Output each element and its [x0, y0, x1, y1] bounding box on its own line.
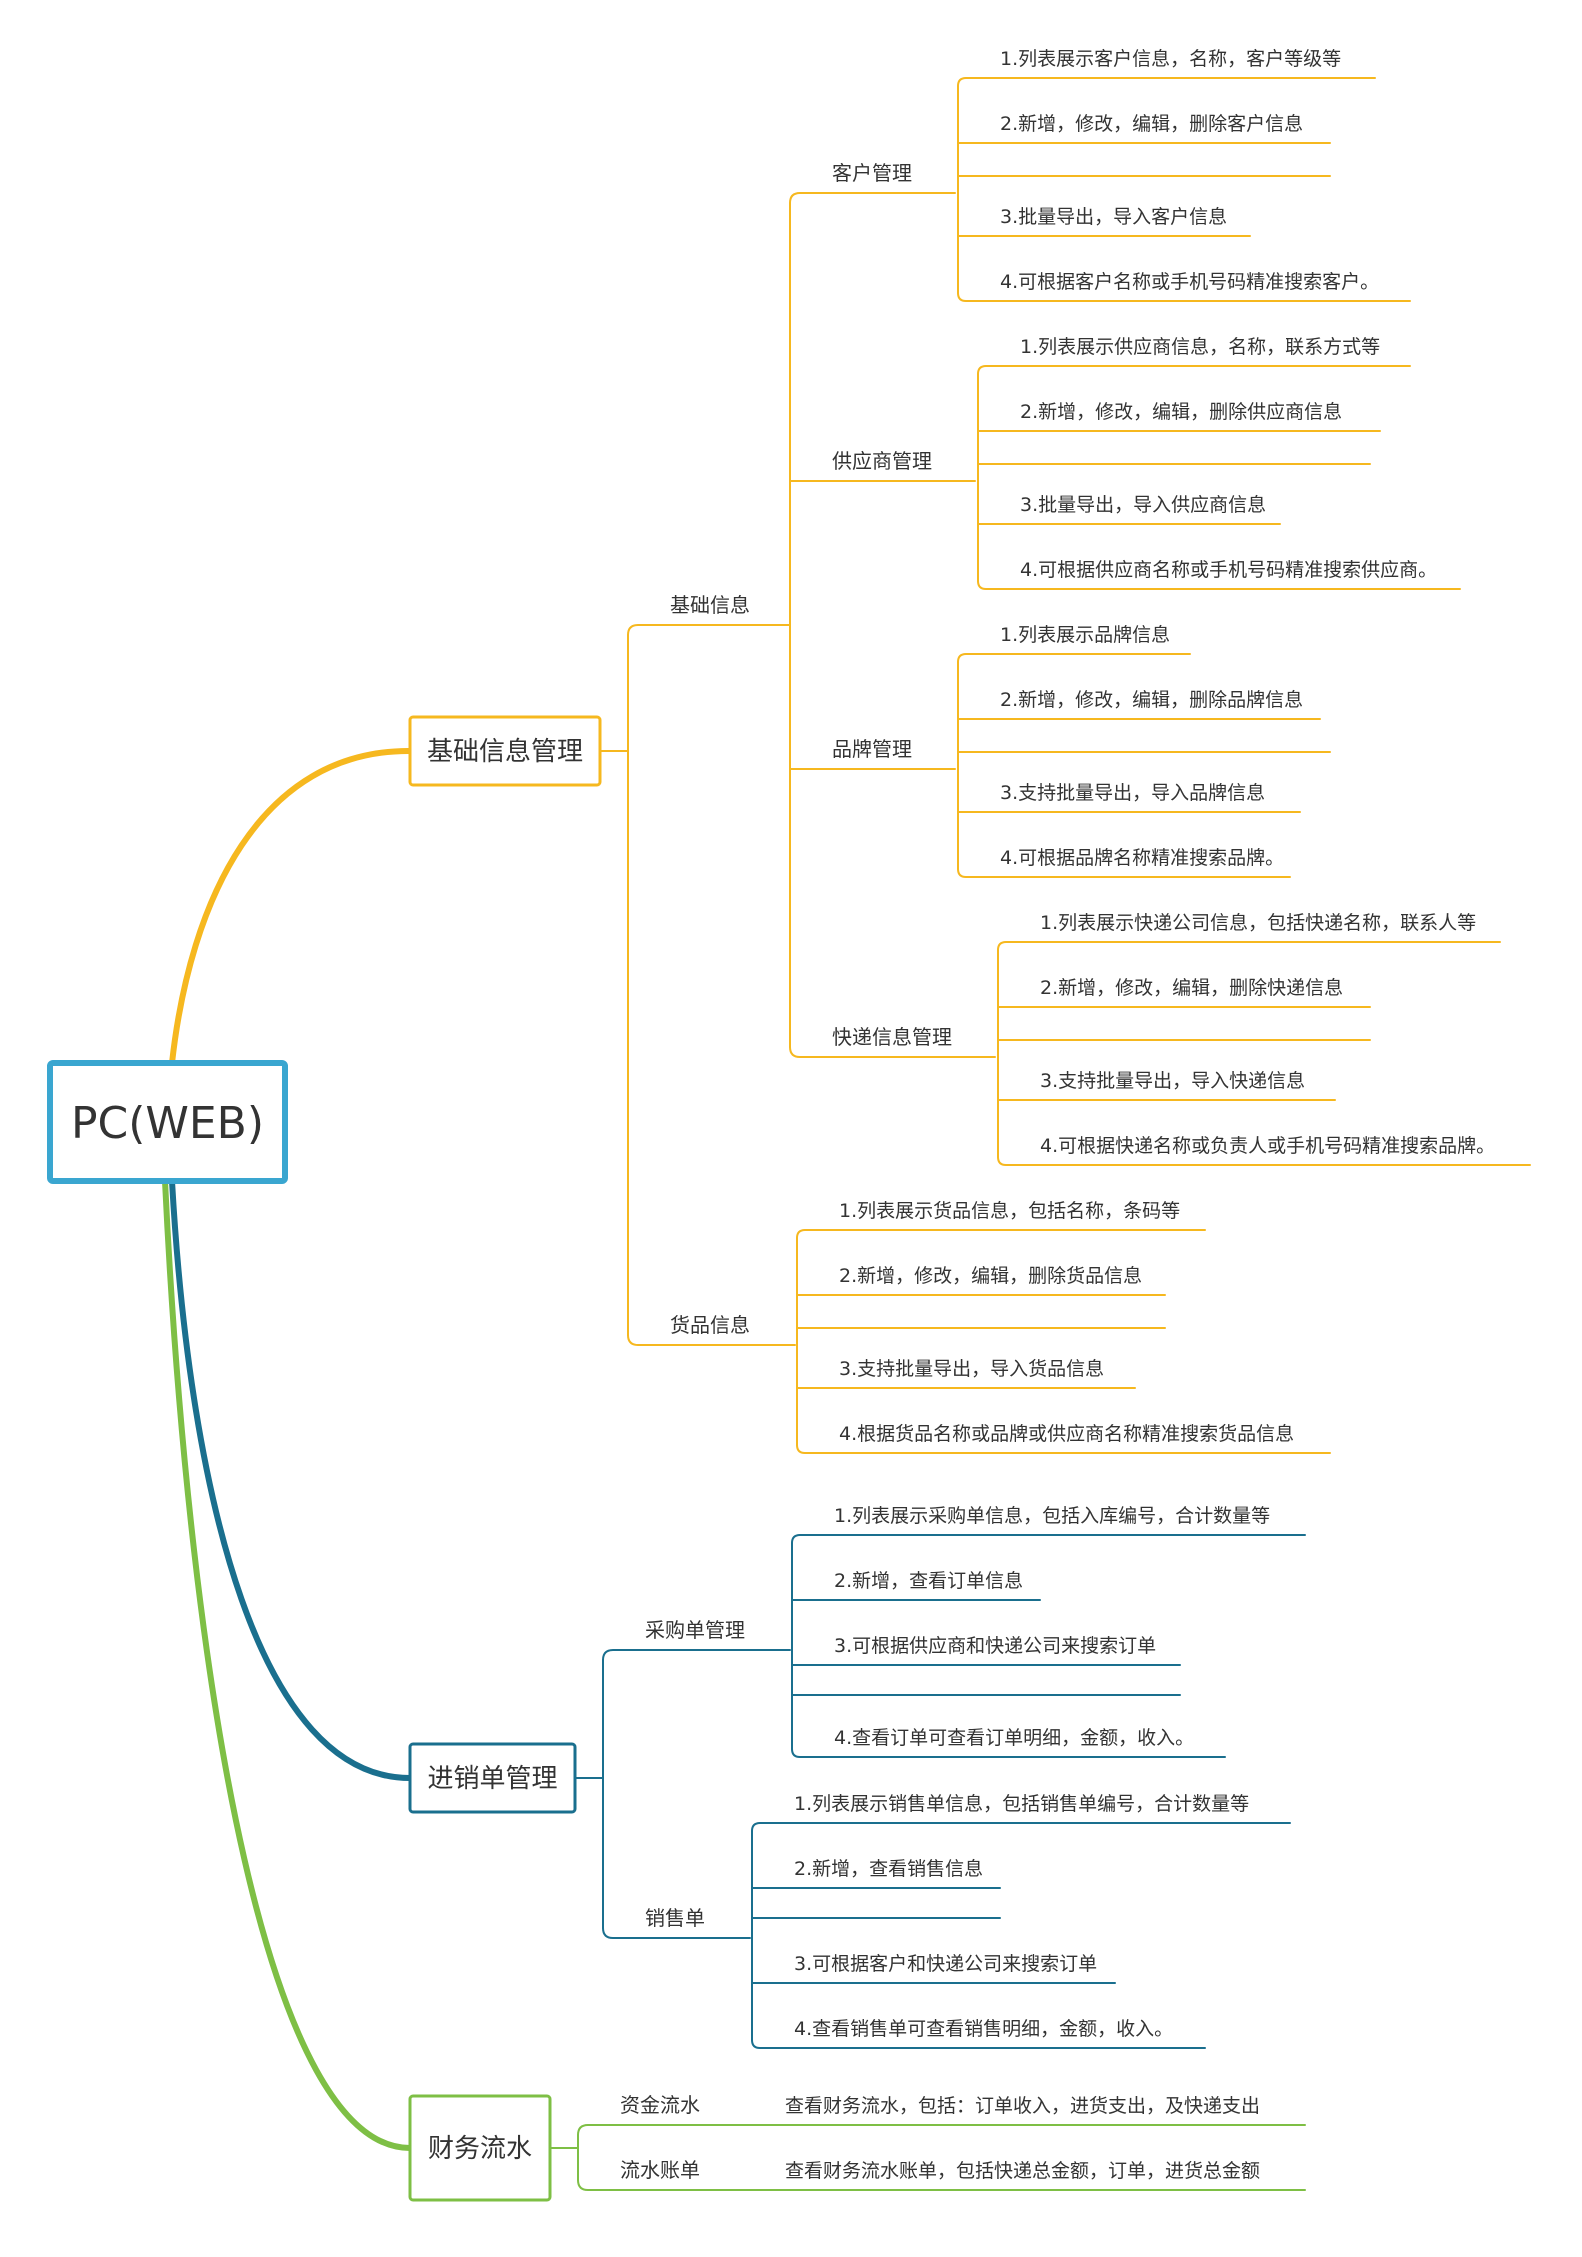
branch-node-label: 基础信息管理 [427, 737, 583, 767]
leaf-underline [791, 1748, 1226, 1758]
group-label: 资金流水 [620, 2093, 700, 2117]
branch-node-box [408, 1742, 577, 1814]
leaf-item: 3.支持批量导出，导入快递信息 [1040, 1070, 1305, 1092]
leaf-item: 3.可根据客户和快递公司来搜索订单 [794, 1953, 1097, 1975]
basic-groups-arm [627, 1334, 661, 1346]
branch-node-box [408, 715, 602, 787]
leaf-item: 4.可根据客户名称或手机号码精准搜索客户。 [1000, 271, 1379, 293]
leaf-item: 3.可根据供应商和快递公司来搜索订单 [834, 1635, 1156, 1657]
subgroup-label: 供应商管理 [832, 449, 932, 473]
leaf-underline [977, 580, 1461, 590]
branch-node-label: 财务流水 [428, 2134, 532, 2164]
leaf-item: 1.列表展示客户信息，名称，客户等级等 [1000, 48, 1341, 70]
leaf-item: 1.列表展示销售单信息，包括销售单编号，合计数量等 [794, 1793, 1249, 1815]
branch-curve-trade [169, 1178, 413, 1781]
group-label: 货品信息 [670, 1313, 750, 1337]
branch-node-label: 进销单管理 [427, 1764, 557, 1794]
basic-groups-arm [627, 624, 661, 636]
basic-subgroups-arm [789, 1046, 821, 1058]
group-label: 流水账单 [620, 2158, 700, 2182]
leaf-underline [796, 1229, 1206, 1239]
leaf-underline [957, 77, 1376, 87]
leaf-item: 3.批量导出，导入客户信息 [1000, 206, 1227, 228]
leaf-item: 1.列表展示供应商信息，名称，联系方式等 [1020, 336, 1380, 358]
trade-groups-arm [602, 1649, 636, 1661]
leaf-underline [751, 1822, 1291, 1832]
leaf-item: 4.查看销售单可查看销售明细，金额，收入。 [794, 2018, 1173, 2040]
leaf-item: 2.新增，查看订单信息 [834, 1570, 1023, 1592]
finance-groups-arm [577, 2179, 611, 2191]
basic-subgroups-arm [789, 192, 821, 204]
group-label: 销售单 [645, 1906, 705, 1930]
group-label: 基础信息 [670, 593, 750, 617]
leaf-underline [957, 868, 1291, 878]
leaf-item: 4.可根据品牌名称精准搜索品牌。 [1000, 847, 1284, 869]
leaf-item: 2.新增，修改，编辑，删除品牌信息 [1000, 689, 1303, 711]
leaf-underline [791, 1534, 1306, 1544]
group-label: 采购单管理 [645, 1618, 745, 1642]
trade-groups-arm [602, 1927, 636, 1939]
root-node-box [47, 1060, 288, 1184]
branch-curve-finance [162, 1178, 413, 2151]
leaf-item: 1.列表展示采购单信息，包括入库编号，合计数量等 [834, 1505, 1270, 1527]
leaf-item: 2.新增，修改，编辑，删除供应商信息 [1020, 401, 1342, 423]
leaf-underline [997, 1156, 1531, 1166]
leaf-item: 3.批量导出，导入供应商信息 [1020, 494, 1266, 516]
branch-curve-basic [169, 747, 413, 1066]
leaf-item: 3.支持批量导出，导入品牌信息 [1000, 782, 1265, 804]
leaf-item: 2.新增，修改，编辑，删除货品信息 [839, 1265, 1142, 1287]
root-node-label: PC(WEB) [71, 1098, 264, 1149]
subgroup-label: 品牌管理 [832, 737, 912, 761]
leaf-item: 1.列表展示快递公司信息，包括快递名称，联系人等 [1040, 912, 1476, 934]
connector-lines [162, 77, 1531, 2191]
leaf-item: 2.新增，修改，编辑，删除客户信息 [1000, 113, 1303, 135]
branch-node-box [408, 2094, 552, 2202]
group-detail: 查看财务流水，包括：订单收入，进货支出，及快递支出 [785, 2095, 1260, 2117]
leaf-item: 2.新增，查看销售信息 [794, 1858, 983, 1880]
leaf-underline [957, 292, 1411, 302]
leaf-item: 2.新增，修改，编辑，删除快递信息 [1040, 977, 1343, 999]
leaf-item: 1.列表展示品牌信息 [1000, 624, 1170, 646]
leaf-item: 1.列表展示货品信息，包括名称，条码等 [839, 1200, 1180, 1222]
subgroup-label: 快递信息管理 [832, 1025, 952, 1049]
leaf-item: 4.可根据快递名称或负责人或手机号码精准搜索品牌。 [1040, 1135, 1495, 1157]
leaf-underline [977, 365, 1411, 375]
leaf-item: 4.查看订单可查看订单明细，金额，收入。 [834, 1727, 1194, 1749]
leaf-underline [997, 941, 1501, 951]
leaf-underline [796, 1444, 1331, 1454]
leaf-item: 4.可根据供应商名称或手机号码精准搜索供应商。 [1020, 559, 1437, 581]
leaf-underline [751, 2039, 1206, 2049]
finance-groups-arm [577, 2124, 611, 2136]
leaf-item: 3.支持批量导出，导入货品信息 [839, 1358, 1104, 1380]
leaf-underline [957, 653, 1191, 663]
group-detail: 查看财务流水账单，包括快递总金额，订单，进货总金额 [785, 2160, 1260, 2182]
leaf-item: 4.根据货品名称或品牌或供应商名称精准搜索货品信息 [839, 1423, 1294, 1445]
subgroup-label: 客户管理 [832, 161, 912, 185]
